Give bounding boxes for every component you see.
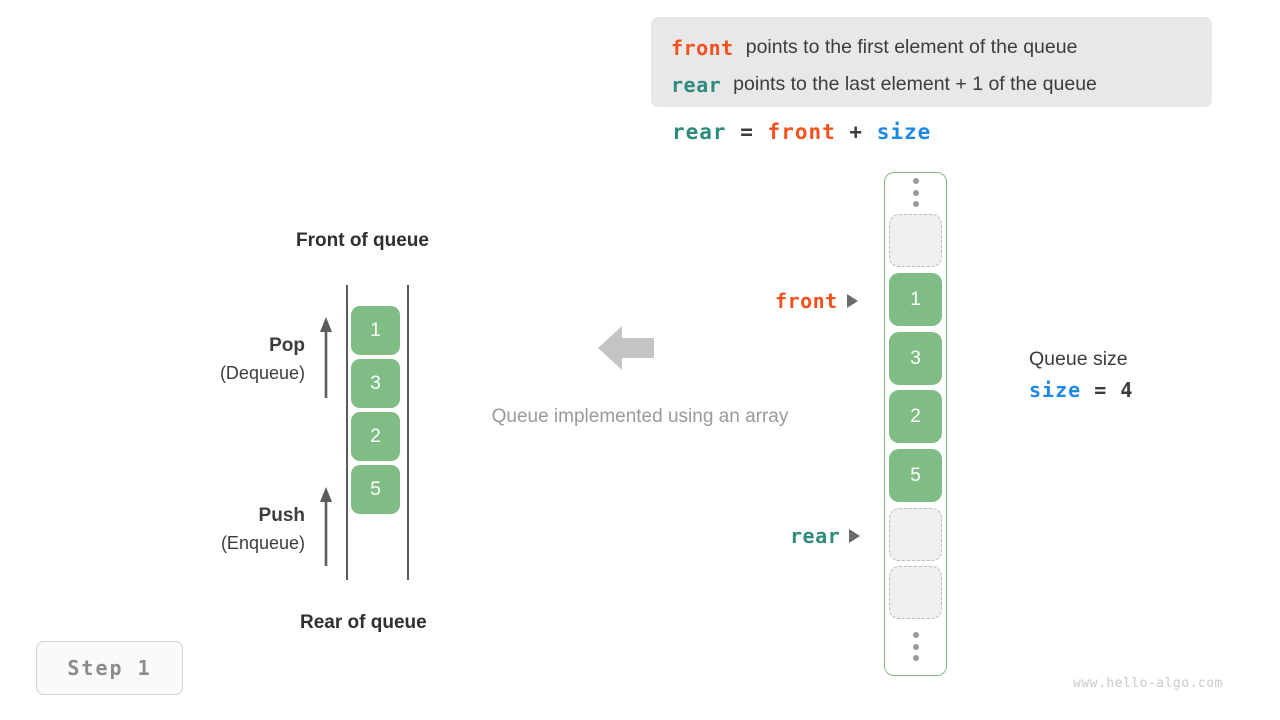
pop-title: Pop [269, 335, 305, 356]
array-cell [889, 214, 942, 267]
push-subtitle: (Enqueue) [220, 533, 305, 553]
push-up-arrow-icon [320, 487, 332, 566]
array-container [884, 172, 947, 676]
array-cell: 3 [889, 332, 942, 385]
array-cell: 1 [889, 273, 942, 326]
pointer-triangle-icon [846, 294, 858, 308]
queue-size-value: 4 [1120, 378, 1134, 402]
queue-cell: 3 [351, 359, 400, 408]
front-pointer-label: front [775, 289, 838, 313]
array-cell [889, 508, 942, 561]
formula-lhs: rear [672, 120, 727, 144]
formula-size: size [876, 120, 932, 144]
queue-size-variable: size [1029, 378, 1082, 402]
array-cell: 5 [889, 449, 942, 502]
watermark: www.hello-algo.com [1073, 676, 1223, 691]
legend-keyword-front: front [671, 35, 734, 60]
legend-line-rear: rear points to the last element + 1 of t… [671, 66, 1212, 103]
formula-front: front [767, 120, 836, 144]
queue-cell: 2 [351, 412, 400, 461]
front-pointer: front [775, 289, 858, 313]
queue-rail-right [407, 285, 409, 580]
pointer-triangle-icon [849, 529, 861, 543]
legend-line-front: front points to the first element of the… [671, 29, 1212, 66]
push-title: Push [258, 505, 305, 526]
legend-keyword-rear: rear [671, 72, 722, 97]
queue-size-expression: size = 4 [1029, 374, 1133, 406]
front-of-queue-label: Front of queue [296, 230, 429, 251]
queue-cell: 5 [351, 465, 400, 514]
formula-rear-equals-front-plus-size: rear = front + size [672, 120, 931, 144]
center-caption: Queue implemented using an array [491, 406, 789, 427]
rear-of-queue-label: Rear of queue [300, 612, 427, 633]
legend-description-rear: points to the last element + 1 of the qu… [733, 73, 1097, 95]
vertical-ellipsis-icon [909, 632, 922, 661]
rear-pointer: rear [790, 524, 861, 548]
queue-size-group: Queue size size = 4 [1029, 344, 1133, 406]
queue-rail-left [346, 285, 348, 580]
vertical-ellipsis-icon [909, 178, 922, 207]
formula-equals: = [740, 120, 754, 144]
queue-size-equals: = [1094, 378, 1108, 402]
array-cell [889, 566, 942, 619]
rear-pointer-label: rear [790, 524, 841, 548]
legend-box: front points to the first element of the… [651, 17, 1212, 107]
array-cell: 2 [889, 390, 942, 443]
formula-plus: + [849, 120, 864, 144]
step-badge: Step 1 [36, 641, 183, 695]
queue-cell: 1 [351, 306, 400, 355]
left-arrow-icon [598, 326, 654, 370]
queue-size-title: Queue size [1029, 348, 1128, 370]
pop-subtitle: (Dequeue) [219, 363, 305, 383]
legend-description-front: points to the first element of the queue [745, 36, 1078, 58]
pop-up-arrow-icon [320, 317, 332, 398]
pop-operation-label: Pop (Dequeue) [155, 333, 305, 387]
push-operation-label: Push (Enqueue) [155, 503, 305, 557]
